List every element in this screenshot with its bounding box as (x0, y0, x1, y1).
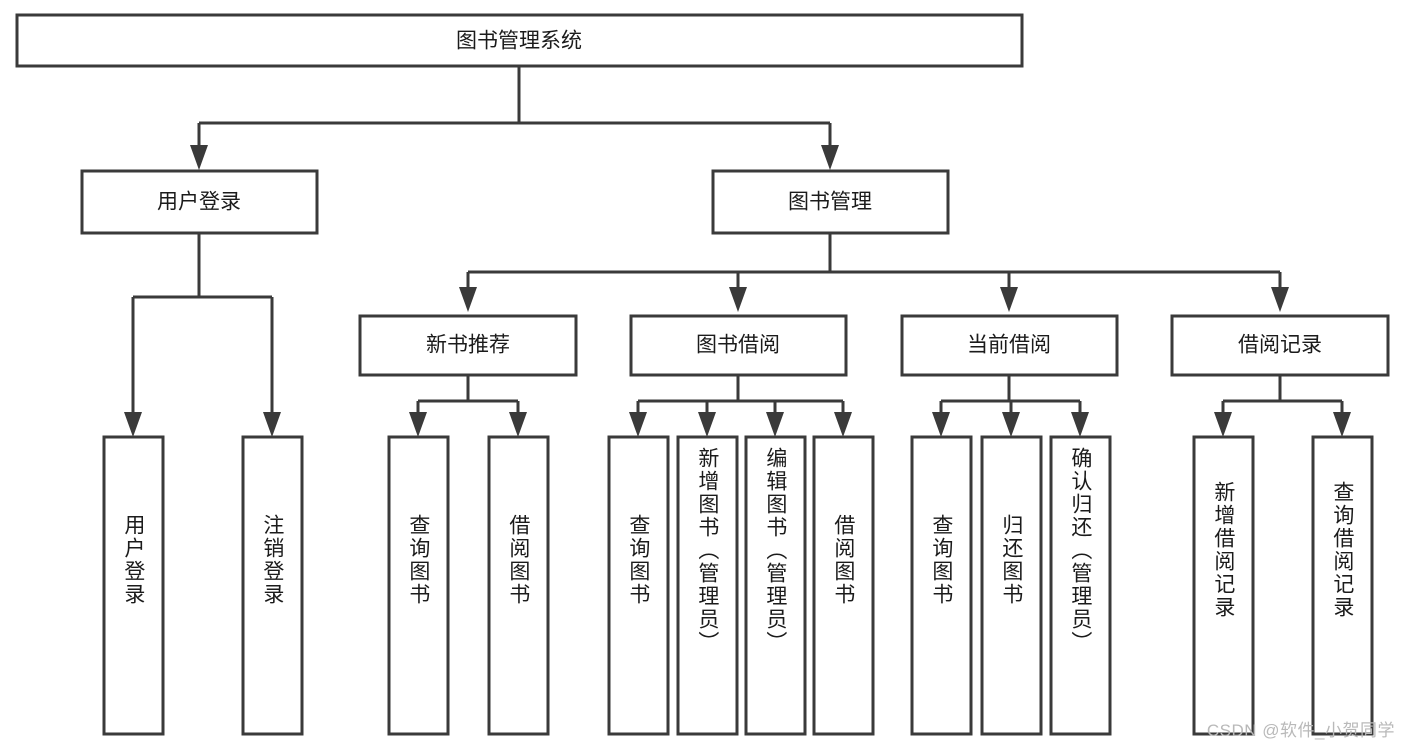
arrow-head-borrow-record (1271, 287, 1289, 312)
node-user-login-box[interactable] (80, 169, 319, 235)
arrow-head-leaf-query-book-2 (629, 412, 647, 437)
connector-group-new-book-recommend (409, 375, 527, 437)
leaf-box-user-login[interactable] (102, 435, 165, 736)
leaf-box-confirm-return[interactable] (1049, 435, 1112, 736)
leaf-box-return-book[interactable] (980, 435, 1043, 736)
arrow-head-user-login (190, 145, 208, 170)
arrow-head-leaf-query-book-1 (409, 412, 427, 437)
node-new-book-recommend-box[interactable] (358, 314, 578, 377)
leaf-box-query-record[interactable] (1311, 435, 1374, 736)
connector-group-user-login (124, 233, 281, 437)
node-user-login[interactable]: 用户登录 (80, 169, 319, 235)
leaf-box-query-book-3[interactable] (910, 435, 973, 736)
node-new-book-recommend[interactable]: 新书推荐 (358, 314, 578, 377)
arrow-head-book-manage (821, 145, 839, 170)
arrow-head-leaf-confirm-return (1071, 412, 1089, 437)
node-root-label: 图书管理系统 (456, 30, 582, 53)
arrow-head-book-borrow (729, 287, 747, 312)
watermark-text: CSDN @软件_小贺同学 (1206, 721, 1395, 740)
node-borrow-record[interactable]: 借阅记录 (1170, 314, 1390, 377)
node-current-borrow-label: 当前借阅 (967, 334, 1051, 357)
node-root-box[interactable] (15, 13, 1024, 68)
connector-group-book-manage (459, 233, 1289, 312)
connector-group-book-borrow (629, 375, 852, 437)
arrow-head-leaf-return-book (1002, 412, 1020, 437)
leaf-box-borrow-book-1[interactable] (487, 435, 550, 736)
connector-group-root (190, 66, 839, 170)
leaf-box-add-record[interactable] (1192, 435, 1255, 736)
arrow-head-leaf-query-record (1333, 412, 1351, 437)
node-book-manage-label: 图书管理 (788, 191, 872, 214)
node-new-book-recommend-label: 新书推荐 (426, 334, 510, 357)
arrow-head-leaf-user-logout (263, 412, 281, 437)
arrow-head-leaf-edit-book (766, 412, 784, 437)
leaf-box-query-book-1[interactable] (387, 435, 450, 736)
leaf-node-group (102, 435, 1374, 736)
connector-group-current-borrow (932, 375, 1089, 437)
node-borrow-record-box[interactable] (1170, 314, 1390, 377)
leaf-box-user-logout[interactable] (241, 435, 304, 736)
arrow-head-leaf-add-record (1214, 412, 1232, 437)
node-current-borrow[interactable]: 当前借阅 (900, 314, 1119, 377)
node-book-borrow-label: 图书借阅 (696, 334, 780, 357)
arrow-head-leaf-add-book (698, 412, 716, 437)
arrow-head-leaf-user-login (124, 412, 142, 437)
arrow-head-new-book-recommend (459, 287, 477, 312)
arrow-head-current-borrow (1000, 287, 1018, 312)
node-user-login-label: 用户登录 (157, 191, 241, 214)
node-current-borrow-box[interactable] (900, 314, 1119, 377)
leaf-box-borrow-book-2[interactable] (812, 435, 875, 736)
connector-group-borrow-record (1214, 375, 1351, 437)
node-book-manage[interactable]: 图书管理 (711, 169, 950, 235)
arrow-head-leaf-borrow-book-1 (509, 412, 527, 437)
arrow-head-leaf-borrow-book-2 (834, 412, 852, 437)
node-root[interactable]: 图书管理系统 (15, 13, 1024, 68)
node-book-borrow-box[interactable] (629, 314, 848, 377)
node-book-borrow[interactable]: 图书借阅 (629, 314, 848, 377)
arrow-head-leaf-query-book-3 (932, 412, 950, 437)
leaf-box-query-book-2[interactable] (607, 435, 670, 736)
leaf-box-add-book[interactable] (676, 435, 739, 736)
leaf-box-edit-book[interactable] (744, 435, 807, 736)
node-book-manage-box[interactable] (711, 169, 950, 235)
node-borrow-record-label: 借阅记录 (1238, 334, 1322, 357)
